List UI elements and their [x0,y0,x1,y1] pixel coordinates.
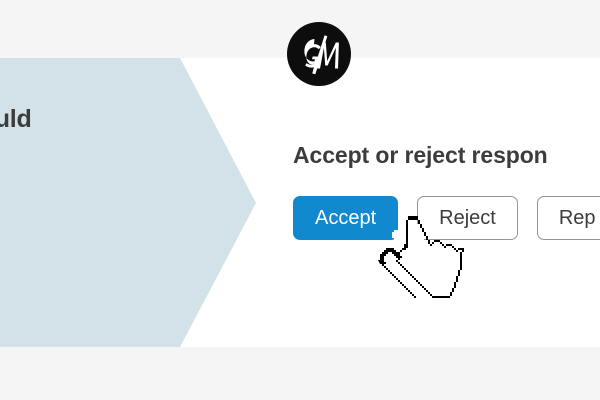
reply-button[interactable]: Rep [536,196,600,240]
action-button-row: Accept Reject Rep [293,196,600,240]
quote-panel-content: d and would offer. uary 2019 onsectetuer… [0,58,256,347]
gm-monogram-logo [287,22,351,86]
bottom-background-band [0,347,600,400]
quote-body-text: onsectetuer mmy nibh olore” [0,226,188,313]
reject-button[interactable]: Reject [417,196,518,240]
quote-heading: d and would offer. [0,105,32,133]
accept-button[interactable]: Accept [293,196,399,240]
page-title: Accept or reject respon [293,142,548,168]
quote-date: uary 2019 [0,187,188,214]
